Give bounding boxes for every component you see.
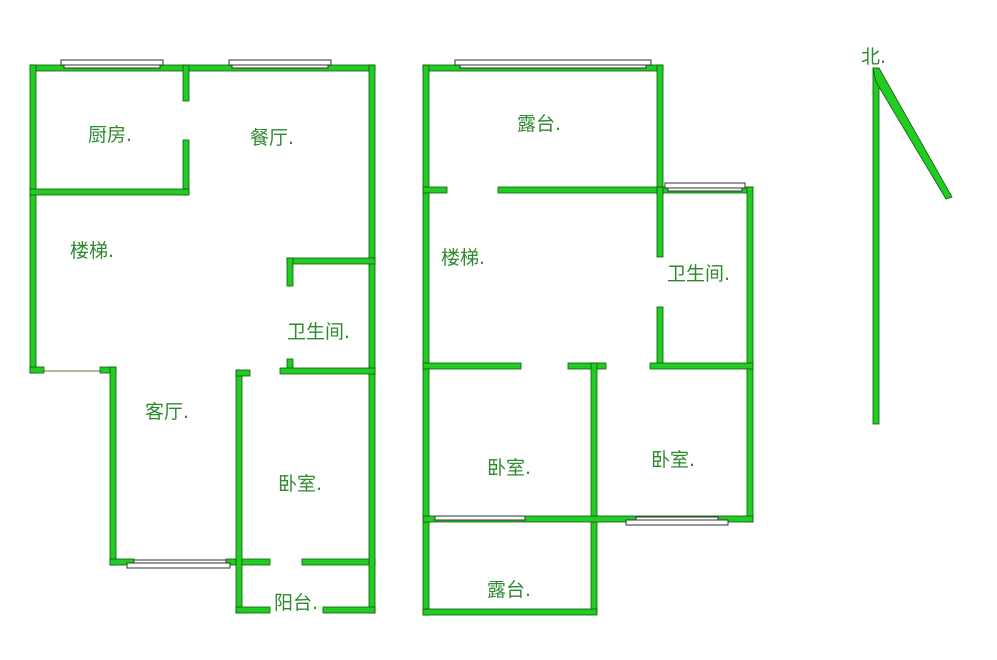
room-label-living-room: 客厅. [145,401,190,423]
room-label-bathroom: 卫生间. [287,321,351,343]
room-label-dining: 餐厅. [250,127,295,149]
north-arrow-icon [872,67,953,425]
room-label-bedroom-left: 卧室. [487,457,532,479]
room-label-balcony: 阳台. [274,592,319,614]
lower-floor-walls [29,59,376,614]
room-label-terrace-top: 露台. [517,113,562,135]
watermark [430,340,437,365]
room-label-bedroom-right: 卧室. [651,449,696,471]
room-label-stairs: 楼梯. [70,240,115,262]
room-label-stairs: 楼梯. [441,247,486,269]
room-label-terrace-bottom: 露台. [487,579,532,601]
compass-north-label: 北. [861,46,887,68]
room-label-bedroom: 卧室. [278,473,323,495]
room-label-kitchen: 厨房. [88,124,133,146]
room-label-bathroom: 卫生间. [667,263,731,285]
upper-floor-walls [422,59,754,616]
